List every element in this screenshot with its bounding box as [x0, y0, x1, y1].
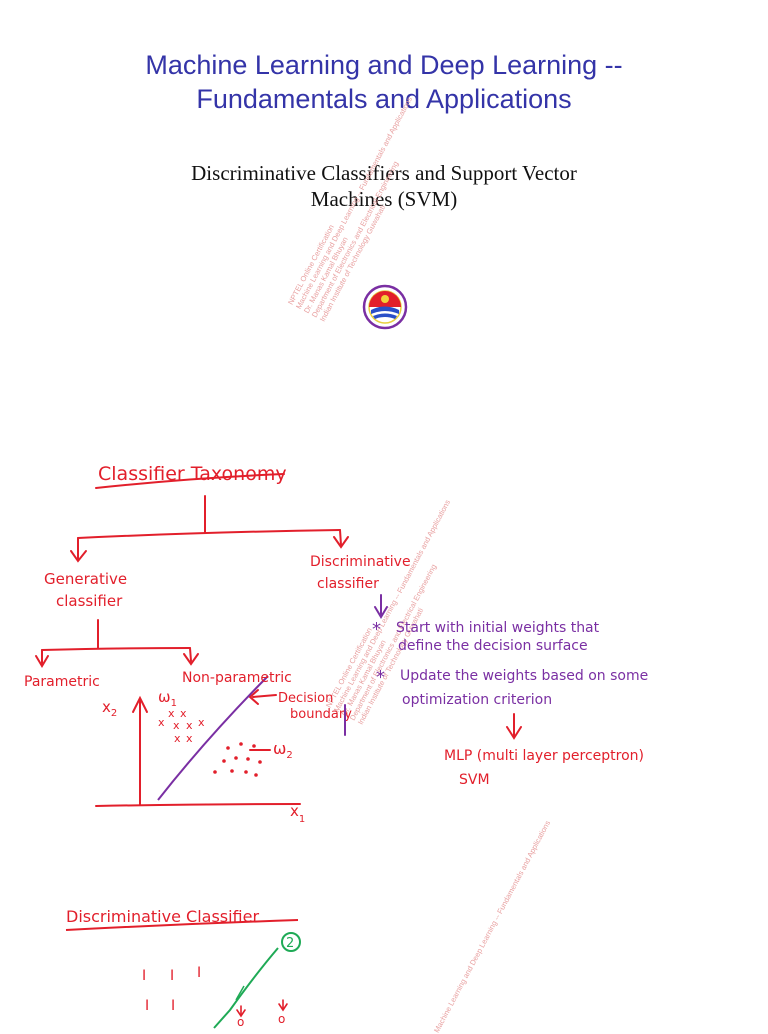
note-line-1: Start with initial weights that: [396, 620, 600, 636]
sample-circle: o: [278, 1012, 285, 1026]
discriminative-label: Discriminative: [310, 554, 411, 570]
x2-axis-label: x2: [102, 698, 117, 719]
sample-cross: x: [186, 719, 193, 732]
x1-axis-label: x1: [290, 802, 305, 825]
circled-label-ring: [281, 932, 301, 952]
slide-subtitle-line-1: Discriminative Classifiers and Support V…: [191, 161, 577, 185]
svm-label: SVM: [459, 772, 490, 788]
decision-boundary-line: [157, 675, 269, 801]
sample-tick: I: [145, 998, 149, 1014]
slide-subtitle: Discriminative Classifiers and Support V…: [0, 160, 768, 212]
non-parametric-label: Non-parametric: [182, 670, 292, 686]
slide-title-line-2: Fundamentals and Applications: [196, 84, 572, 114]
heading-underline-2: [65, 919, 299, 931]
sample-tick: I: [170, 968, 174, 984]
class-w2-label: ω2: [273, 739, 293, 761]
taxonomy-heading: Classifier Taxonomy: [98, 463, 287, 485]
discriminative-arrows: [344, 594, 388, 736]
note-line-2: define the decision surface: [398, 638, 588, 654]
class-w1-label: ω1: [158, 688, 177, 709]
discriminative-classifier-heading: Discriminative Classifier: [66, 907, 259, 926]
sample-cross: x: [168, 707, 175, 720]
sample-cross: x: [180, 707, 187, 720]
generative-label-2: classifier: [56, 592, 123, 610]
note-line-3: Update the weights based on some: [400, 668, 648, 684]
sample-cross: x: [186, 732, 193, 745]
class-b-arrows: [236, 999, 288, 1018]
class-a-samples: I I I I I: [142, 965, 201, 1014]
discriminative-label-2: classifier: [317, 576, 379, 592]
slide-subtitle-line-2: Machines (SVM): [310, 187, 458, 211]
note-line-4: optimization criterion: [402, 692, 552, 708]
generative-label: Generative: [44, 570, 127, 588]
sample-cross: x: [158, 716, 165, 729]
taxonomy-tree-lines: [35, 473, 349, 807]
bullet-1: *: [372, 619, 381, 640]
institute-logo: [362, 284, 408, 330]
sample-tick: I: [197, 965, 201, 981]
circled-label: 2: [286, 936, 294, 951]
decision-boundary-label-2: boundary: [290, 707, 352, 722]
sample-cross: x: [198, 716, 205, 729]
sample-circle: o: [237, 1015, 244, 1029]
sample-cross: x: [174, 732, 181, 745]
sample-cross: x: [173, 719, 180, 732]
separating-line: [213, 947, 279, 1029]
decision-boundary-label: Decision: [278, 691, 333, 706]
class-w1-samples: x x x x x x x x: [158, 707, 205, 745]
mlp-label: MLP (multi layer perceptron): [444, 748, 644, 764]
class-w2-samples: [213, 742, 262, 777]
bullet-2: *: [376, 667, 385, 688]
sample-tick: I: [142, 968, 146, 984]
mlp-arrow: [506, 713, 522, 740]
slide-title: Machine Learning and Deep Learning -- Fu…: [0, 48, 768, 116]
slide-title-line-1: Machine Learning and Deep Learning --: [145, 50, 623, 80]
sample-tick: I: [171, 998, 175, 1014]
heading-underline: [95, 473, 285, 489]
parametric-label: Parametric: [24, 674, 100, 690]
